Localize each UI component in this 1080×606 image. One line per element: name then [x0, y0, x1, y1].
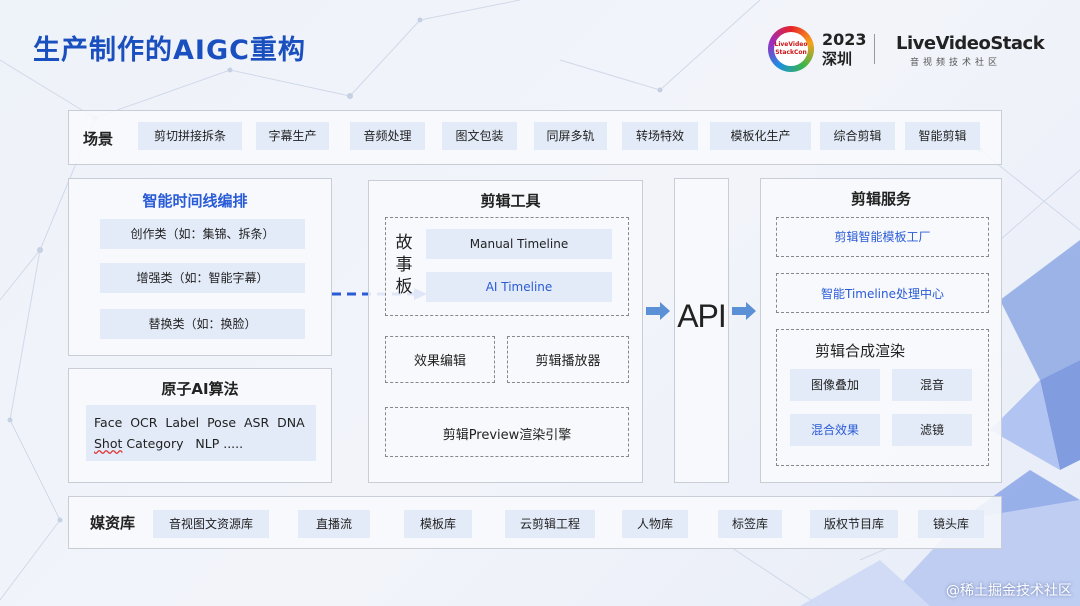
page-title: 生产制作的AIGC重构 [33, 35, 306, 66]
scene-chip: 同屏多轨 [534, 122, 607, 150]
scene-chip: 综合剪辑 [820, 122, 895, 150]
media-chip: 音视图文资源库 [153, 510, 269, 538]
atomic-ai-line-1: Face OCR Label Pose ASR DNA [94, 415, 305, 430]
template-factory-box [776, 217, 989, 257]
media-chip: 云剪辑工程 [505, 510, 595, 538]
scene-chip: 图文包装 [442, 122, 517, 150]
atomic-ai-list: Face OCR Label Pose ASR DNA Shot Categor… [86, 405, 316, 461]
scene-chip: 模板化生产 [710, 122, 811, 150]
watermark: @稀土掘金技术社区 [946, 583, 1072, 599]
storyboard-box [385, 217, 629, 316]
render-box [776, 329, 989, 466]
media-chip: 标签库 [718, 510, 782, 538]
media-library-label: 媒资库 [90, 514, 136, 532]
media-chip: 镜头库 [918, 510, 984, 538]
timeline-item: 替换类（如：换脸） [100, 309, 305, 339]
livevideostack-subtitle: 音视频技术社区 [910, 58, 1002, 68]
scene-chip: 智能剪辑 [905, 122, 980, 150]
atomic-ai-line-2: Shot Category NLP ..... [94, 433, 308, 454]
media-chip: 人物库 [622, 510, 688, 538]
media-chip: 版权节目库 [810, 510, 898, 538]
effect-edit-box [385, 336, 495, 383]
atomic-ai-shot: Shot [94, 436, 123, 451]
api-label: API [677, 298, 727, 334]
scene-chip: 字幕生产 [256, 122, 329, 150]
media-chip: 直播流 [298, 510, 370, 538]
render-item: 图像叠加 [790, 369, 880, 401]
player-box [507, 336, 629, 383]
render-item: 混音 [892, 369, 972, 401]
effect-edit-label: 效果编辑 [413, 354, 466, 369]
timeline-center-box [776, 273, 989, 313]
logo-divider [874, 34, 875, 64]
atomic-ai-line-2-rest: Category NLP ..... [122, 436, 244, 451]
scenes-label: 场景 [83, 130, 114, 148]
ai-timeline: AI Timeline [426, 272, 612, 302]
preview-engine-box [385, 407, 629, 457]
smart-timeline-title: 智能时间线编排 [142, 192, 248, 210]
event-city: 深圳 [822, 50, 853, 68]
livevideostack-logo: LiveVideoStack [896, 33, 1045, 54]
editing-tools-title: 剪辑工具 [480, 192, 541, 210]
render-title: 剪辑合成渲染 [814, 342, 905, 360]
preview-engine-label: 剪辑Preview渲染引擎 [442, 428, 572, 443]
render-item: 滤镜 [892, 414, 972, 446]
scene-chip: 转场特效 [622, 122, 698, 150]
render-item: 混合效果 [790, 414, 880, 446]
editing-service-title: 剪辑服务 [850, 190, 911, 208]
template-factory-label: 剪辑智能模板工厂 [834, 230, 931, 244]
atomic-ai-title: 原子AI算法 [161, 380, 239, 398]
manual-timeline: Manual Timeline [426, 229, 612, 259]
api-to-service-arrow [732, 302, 756, 320]
media-chip: 模板库 [404, 510, 472, 538]
scene-chip: 音频处理 [350, 122, 425, 150]
timeline-item: 创作类（如：集锦、拆条） [100, 219, 305, 249]
timeline-center-label: 智能Timeline处理中心 [820, 287, 945, 301]
event-year: 2023 [822, 30, 867, 49]
tools-to-api-arrow [646, 302, 670, 320]
scene-chip: 剪切拼接拆条 [138, 122, 242, 150]
player-label: 剪辑播放器 [535, 354, 601, 369]
storyboard-label: 故事板 [395, 233, 413, 297]
event-logo-text: LiveVideo StackCon [774, 32, 808, 66]
timeline-item: 增强类（如：智能字幕） [100, 263, 305, 293]
api-panel [674, 178, 729, 483]
event-logo: LiveVideo StackCon [768, 26, 814, 72]
